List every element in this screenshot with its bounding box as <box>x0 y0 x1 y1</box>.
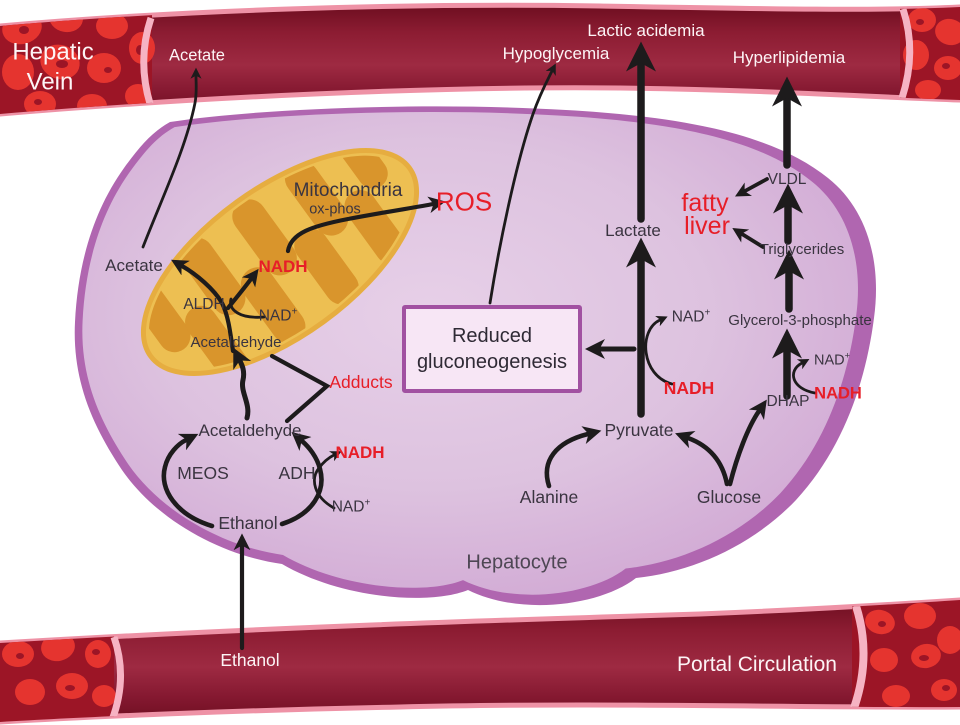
pathway-arrows <box>141 41 817 651</box>
curve-mito-nad <box>229 297 266 319</box>
nad-plus: + <box>364 497 371 509</box>
arrow-acetate-to-vein <box>141 67 202 249</box>
curve-lactate-nadh-nad <box>644 316 674 386</box>
arrow-nadh-to-ros <box>285 196 446 254</box>
nad-plus: + <box>704 307 711 319</box>
triglycerides-label: Triglycerides <box>759 241 845 259</box>
blood-cells-cross-section <box>0 5 156 114</box>
adh-label: ADH <box>278 462 316 483</box>
mitochondria-subtitle: ox-phos <box>309 201 361 218</box>
arrow-glucose-pyruvate <box>675 430 730 487</box>
arrow-tg-fatty-liver <box>732 227 765 249</box>
arrow-alanine-pyruvate <box>544 426 602 489</box>
acetaldehyde-label: Acetaldehyde <box>198 421 302 441</box>
arrow-acetaldehyde-to-mito <box>233 347 252 421</box>
cell-acetate-label: Acetate <box>105 256 163 276</box>
meos-label: MEOS <box>177 462 229 483</box>
arrow-meos <box>161 433 215 529</box>
mito-nadh-label: NADH <box>258 257 308 277</box>
ros-label: ROS <box>435 186 493 217</box>
box-line2: gluconeogenesis <box>416 351 568 373</box>
lines-adducts <box>269 353 331 424</box>
arrow-glucose-dhap <box>727 399 767 487</box>
curve-adh-nad-nadh <box>313 451 342 510</box>
lactate-label: Lactate <box>605 221 661 241</box>
blood-cells-cross-section <box>850 600 960 712</box>
mitochondria <box>126 126 420 382</box>
portal-circulation-label: Portal Circulation <box>677 652 837 676</box>
mitochondria-title: Mitochondria <box>293 180 403 202</box>
aldh-label: ALDH <box>183 295 225 313</box>
g3p-nad-label: NAD+ <box>814 351 850 368</box>
g3p-nadh-label: NADH <box>814 384 862 403</box>
pyruvate-label: Pyruvate <box>604 419 674 440</box>
nad-base: NAD <box>813 352 845 369</box>
alanine-label: Alanine <box>519 486 579 507</box>
vein-acetate-label: Acetate <box>169 46 225 65</box>
arrow-aldh-to-acetate <box>171 259 236 354</box>
cell-ethanol-label: Ethanol <box>218 512 278 533</box>
arrow-to-hypoglycemia <box>488 63 556 305</box>
vldl-label: VLDL <box>767 170 807 188</box>
blood-cells-cross-section <box>0 628 124 722</box>
arrow-adh <box>279 432 324 527</box>
blood-cells-cross-section <box>898 5 960 105</box>
lactate-nadh-label: NADH <box>663 377 715 398</box>
hyperlipidemia-label: Hyperlipidemia <box>732 48 846 68</box>
curve-g3p-nadh-nad <box>792 359 817 395</box>
glycerol-3-phosphate-label: Glycerol-3-phosphate <box>728 312 872 330</box>
nad-base: NAD <box>671 308 705 326</box>
hepatic-vein-label-line2: Vein <box>26 68 74 96</box>
fatty-liver-label-line2: liver <box>684 211 730 240</box>
nad-plus: + <box>291 306 298 318</box>
lactate-nad-label: NAD+ <box>671 307 711 326</box>
hepatocyte-label: Hepatocyte <box>466 551 568 574</box>
portal-ethanol-label: Ethanol <box>220 649 280 670</box>
lactic-acidemia-label: Lactic acidemia <box>587 21 705 41</box>
nad-plus: + <box>844 350 851 361</box>
adh-nad-label: NAD+ <box>331 497 371 516</box>
portal-circulation-vessel <box>0 597 960 725</box>
adducts-label: Adducts <box>329 371 393 392</box>
nad-base: NAD <box>258 307 292 325</box>
hypoglycemia-label: Hypoglycemia <box>502 44 610 64</box>
box-line1: Reduced <box>451 325 533 347</box>
arrow-vldl-fatty-liver <box>734 177 769 197</box>
mito-nad-label: NAD+ <box>258 306 298 325</box>
nad-base: NAD <box>331 498 365 516</box>
hepatic-vein-vessel <box>0 2 960 117</box>
dhap-label: DHAP <box>766 392 810 410</box>
hepatic-vein-label-line1: Hepatic <box>12 38 94 66</box>
reduced-gluconeogenesis-box: Reduced gluconeogenesis <box>402 305 582 393</box>
mito-acetaldehyde-label: Acetaldehyde <box>190 334 282 352</box>
adh-nadh-label: NADH <box>335 443 385 463</box>
fatty-liver-label-line1: fatty <box>681 188 729 217</box>
glucose-label: Glucose <box>696 486 762 507</box>
